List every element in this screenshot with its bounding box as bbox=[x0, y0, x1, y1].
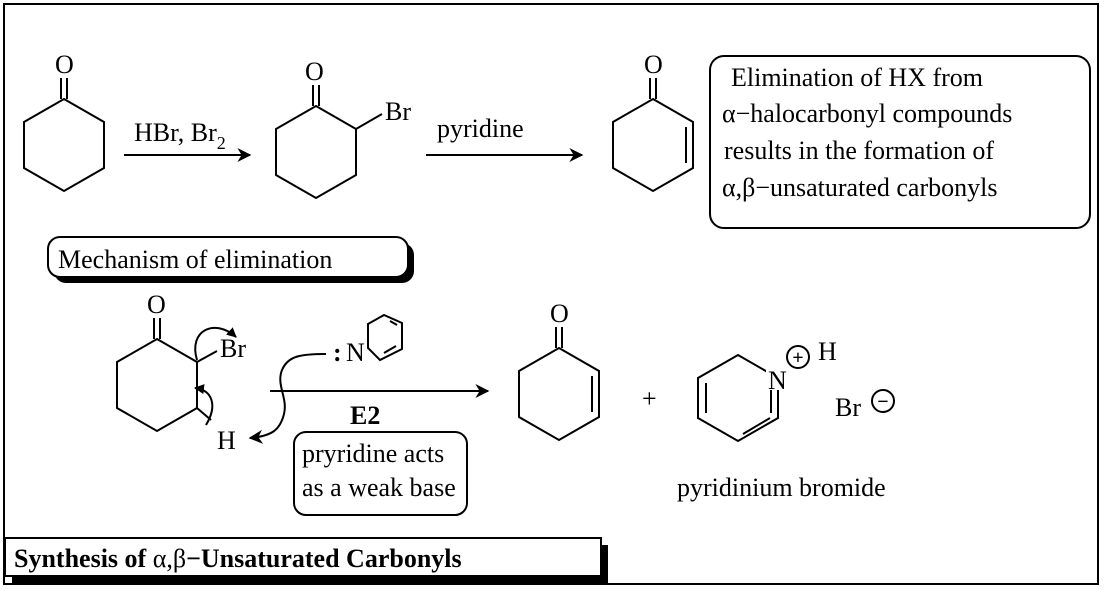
positive-charge-circle bbox=[786, 345, 810, 369]
positive-charge: + bbox=[792, 347, 803, 369]
outer-frame bbox=[3, 3, 1099, 585]
info-line-2: α−halocarbonyl compounds bbox=[722, 99, 1012, 128]
mech-oxygen: O bbox=[147, 290, 166, 319]
mechanism-heading: Mechanism of elimination bbox=[58, 245, 332, 274]
pyridine-lone-pair: : bbox=[333, 338, 342, 367]
info-line-1: Elimination of HX from bbox=[731, 63, 983, 92]
oxygen-atom-3: O bbox=[644, 50, 663, 79]
curved-arrow-pyridine bbox=[248, 353, 327, 444]
info-line-3: results in the formation of bbox=[724, 136, 994, 165]
mech-hydrogen: H bbox=[217, 426, 236, 455]
pyridinium-bromide-label: pyridinium bromide bbox=[677, 473, 886, 502]
curved-arrow-br bbox=[194, 326, 237, 361]
bromide-ion: Br bbox=[835, 393, 861, 422]
pyridine-structure bbox=[367, 313, 403, 362]
note-line-2: as a weak base bbox=[302, 473, 456, 502]
pyridinium-hydrogen: H bbox=[818, 337, 837, 366]
mechanism-bromoketone bbox=[116, 318, 218, 433]
pyridine-nitrogen: N bbox=[346, 338, 365, 367]
info-box bbox=[709, 55, 1091, 229]
info-line-4: α,β−unsaturated carbonyls bbox=[722, 173, 997, 202]
diagram-title: Synthesis of α,β−Unsaturated Carbonyls bbox=[14, 544, 462, 573]
bromocyclohexanone-structure bbox=[275, 85, 383, 200]
e2-label: E2 bbox=[350, 401, 380, 430]
nitrogen-mask bbox=[766, 362, 792, 390]
plus-sign: + bbox=[642, 384, 657, 413]
bromine-substituent: Br bbox=[385, 97, 411, 126]
cyclohexanone-structure bbox=[23, 78, 105, 193]
reagent-pyridine: pyridine bbox=[437, 114, 524, 143]
mechanism-heading-box bbox=[47, 236, 409, 278]
title-tab bbox=[4, 537, 602, 577]
product-oxygen: O bbox=[550, 299, 569, 328]
negative-charge: − bbox=[877, 391, 888, 413]
note-line-1: pryridine acts bbox=[302, 439, 444, 468]
reagent-hbr-br2: HBr, Br2 bbox=[134, 118, 226, 153]
cyclohexenone-structure-2 bbox=[518, 327, 600, 442]
mech-bromine: Br bbox=[220, 334, 246, 363]
note-box bbox=[293, 431, 468, 516]
oxygen-atom-2: O bbox=[305, 57, 324, 86]
curved-arrow-h bbox=[194, 384, 214, 426]
oxygen-atom-1: O bbox=[55, 50, 74, 79]
cyclohexenone-structure-1 bbox=[612, 78, 694, 193]
pyridinium-nitrogen: N bbox=[768, 366, 787, 395]
negative-charge-circle bbox=[871, 389, 895, 413]
